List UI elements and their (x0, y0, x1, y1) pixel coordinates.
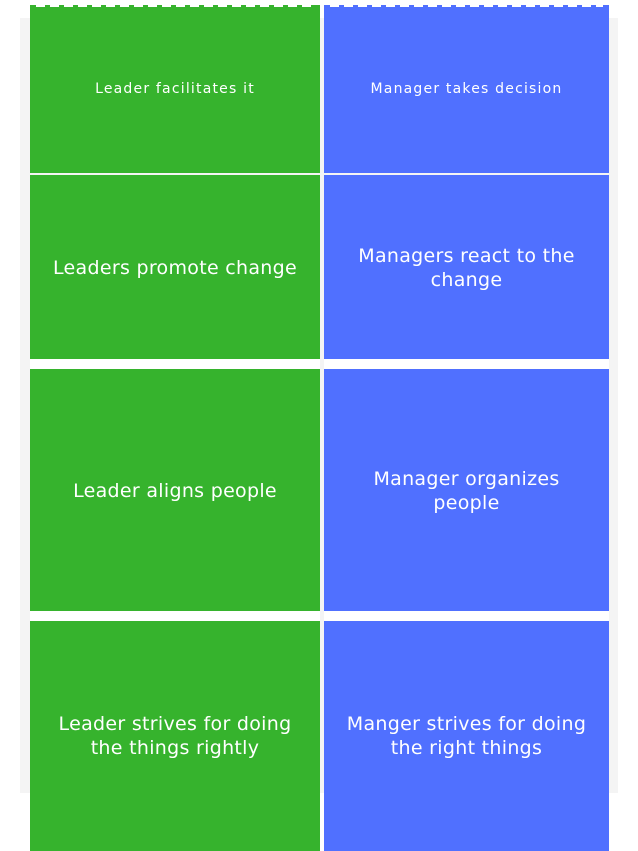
leader-column: Leader facilitates it Leaders promote ch… (30, 0, 320, 851)
manager-cell-2: Managers react to the change (324, 175, 609, 360)
leader-text-3: Leader aligns people (73, 479, 277, 502)
manager-text-1: Manager takes decision (370, 80, 563, 97)
leader-text-4: Leader strives for doing the things righ… (58, 713, 292, 759)
manager-text-3: Manager organizes people (373, 467, 560, 514)
leader-text-1: Leader facilitates it (95, 80, 255, 97)
dotted-divider (36, 361, 314, 367)
dotted-divider (330, 2, 603, 7)
leader-cell-1: Leader facilitates it (30, 5, 320, 173)
manager-column: Manager takes decision Managers react to… (324, 0, 609, 851)
manager-text-4: Manger strives for doing the right thing… (346, 713, 587, 759)
manager-text-2: Managers react to the change (358, 244, 575, 291)
leader-cell-2: Leaders promote change (30, 175, 320, 360)
manager-cell-1: Manager takes decision (324, 5, 609, 173)
leader-text-2: Leaders promote change (53, 256, 297, 279)
leader-cell-4: Leader strives for doing the things righ… (30, 621, 320, 851)
manager-cell-4: Manger strives for doing the right thing… (324, 621, 609, 851)
leader-cell-3: Leader aligns people (30, 369, 320, 612)
dotted-divider (330, 361, 603, 367)
dotted-divider (36, 613, 314, 619)
dotted-divider (330, 613, 603, 619)
dotted-divider (36, 2, 314, 7)
manager-cell-3: Manager organizes people (324, 369, 609, 612)
